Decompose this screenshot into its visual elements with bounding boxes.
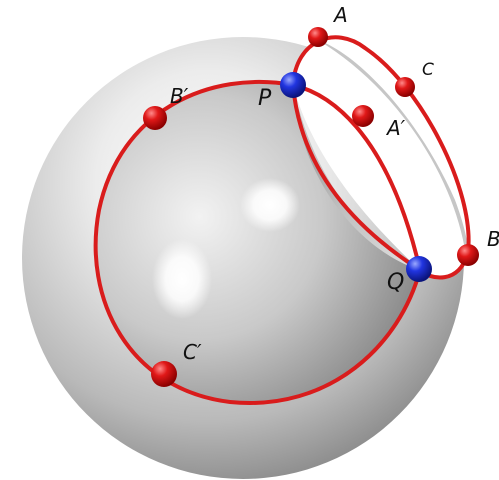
large-circle-interior (95, 81, 420, 403)
label-P: P (258, 86, 272, 111)
point-A (308, 27, 328, 47)
large-circle (93, 79, 422, 405)
point-B-prime (143, 106, 167, 130)
small-circle-interior (293, 37, 469, 278)
label-C-prime: C′ (183, 340, 202, 364)
point-B (457, 244, 479, 266)
inner-arc-far (292, 83, 422, 271)
point-C-prime (151, 361, 177, 387)
large-circle-outline (93, 79, 422, 405)
point-A-prime (352, 105, 374, 127)
label-C: C (422, 60, 434, 80)
label-Q: Q (387, 270, 404, 295)
point-P (280, 72, 306, 98)
point-Q (406, 256, 432, 282)
inner-glow-lower (152, 239, 212, 319)
label-A-prime: A′ (385, 116, 406, 140)
label-B: B (487, 227, 499, 251)
label-A: A (332, 3, 348, 27)
inner-arc-near (291, 84, 422, 272)
inner-glow-upper (240, 178, 300, 232)
label-B-prime: B′ (170, 84, 189, 108)
point-C (395, 77, 415, 97)
